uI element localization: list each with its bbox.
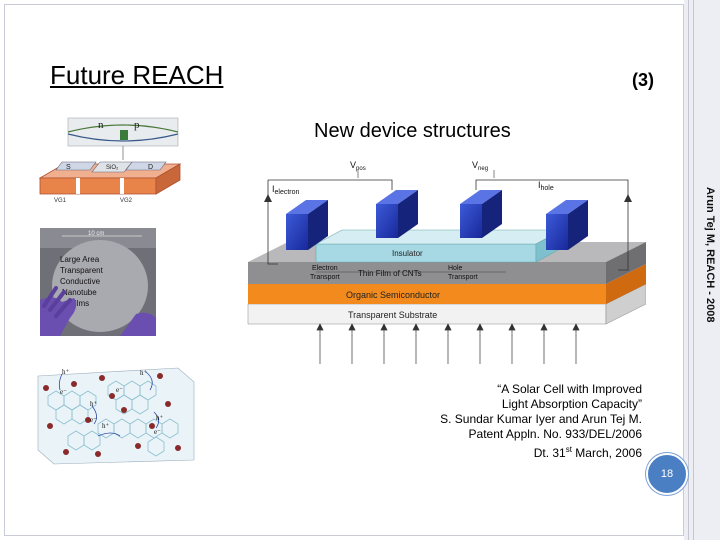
electron-transport-label-2: Transport	[310, 274, 340, 281]
organic-label: Organic Semiconductor	[346, 290, 440, 300]
citation-line-5: Dt. 31st March, 2006	[533, 445, 642, 460]
carrier-label: e⁻	[90, 416, 97, 424]
oxide-label: SiO₂	[106, 165, 119, 171]
electrode-center-right	[460, 190, 502, 238]
hole-transport-label-2: Transport	[448, 274, 478, 281]
carrier-label: h⁺	[62, 368, 70, 376]
hole-transport-label-1: Hole	[448, 265, 463, 272]
drain-label: D	[148, 164, 153, 171]
vg1-label: VG1	[54, 198, 67, 204]
film-text-1: Large Area	[60, 255, 100, 264]
film-dimension: 10 cm	[88, 231, 104, 237]
film-text-3: Conductive	[60, 277, 101, 286]
author-credit-text: Arun Tej M, REACH - 2008	[704, 187, 716, 323]
carrier-label: e⁻	[116, 386, 123, 394]
slide-section-number: (3)	[632, 70, 654, 90]
film-text-4: Nanotube	[62, 288, 97, 297]
slide-frame	[4, 4, 684, 536]
carrier-label: h⁺	[156, 414, 164, 422]
electron-transport-label-1: Electron	[312, 265, 338, 272]
carrier-label: h⁺	[102, 422, 110, 430]
citation-line-2: Light Absorption Capacity”	[501, 397, 642, 411]
carrier-label: h⁺	[140, 369, 148, 377]
slide-title: Future REACH	[50, 60, 224, 90]
n-label: n	[98, 119, 104, 131]
v-pos-label: Vpos	[350, 160, 366, 172]
electrode-center-left	[376, 190, 418, 238]
nanotube-film-photo: 10 cm Large Area Transparent Conductive …	[40, 228, 156, 336]
cnt-film-label: Thin Film of CNTs	[358, 269, 422, 278]
author-credit: Arun Tej M, REACH - 2008	[700, 187, 720, 323]
page-number-badge: 18	[646, 453, 688, 495]
patent-citation: “A Solar Cell with Improved Light Absorp…	[372, 382, 642, 461]
film-text-5: Films	[70, 299, 89, 308]
light-arrows	[316, 323, 580, 364]
p-label: p	[134, 119, 140, 131]
film-text-2: Transparent	[60, 266, 104, 275]
source-label: S	[66, 164, 71, 171]
i-electron-label: Ielectron	[272, 184, 300, 196]
electrode-right	[546, 200, 588, 250]
transistor-figure: n p S D SiO₂ VG1 VG2	[36, 116, 186, 206]
nanotube-network-figure: h⁺ h⁺ e⁻ h⁺ e⁻ e⁻ h⁺ h⁺ e⁻	[28, 366, 196, 466]
insulator-label: Insulator	[392, 249, 423, 258]
electrode-left	[286, 200, 328, 250]
citation-line-3: S. Sundar Kumar Iyer and Arun Tej M.	[440, 412, 642, 426]
substrate-label: Transparent Substrate	[348, 310, 437, 320]
vg2-label: VG2	[120, 198, 133, 204]
v-neg-label: Vneg	[472, 160, 488, 172]
citation-line-1: “A Solar Cell with Improved	[497, 382, 642, 396]
carrier-label: h⁺	[90, 400, 98, 408]
carrier-label: e⁻	[60, 388, 67, 396]
solar-cell-device-figure: Transparent Substrate Organic Semiconduc…	[246, 152, 646, 368]
slide-subtitle: New device structures	[314, 120, 511, 142]
slide-side-strip	[684, 0, 720, 540]
carrier-label: e⁻	[154, 428, 161, 436]
i-hole-label: Ihole	[538, 180, 554, 192]
citation-line-4: Patent Appln. No. 933/DEL/2006	[468, 427, 642, 441]
